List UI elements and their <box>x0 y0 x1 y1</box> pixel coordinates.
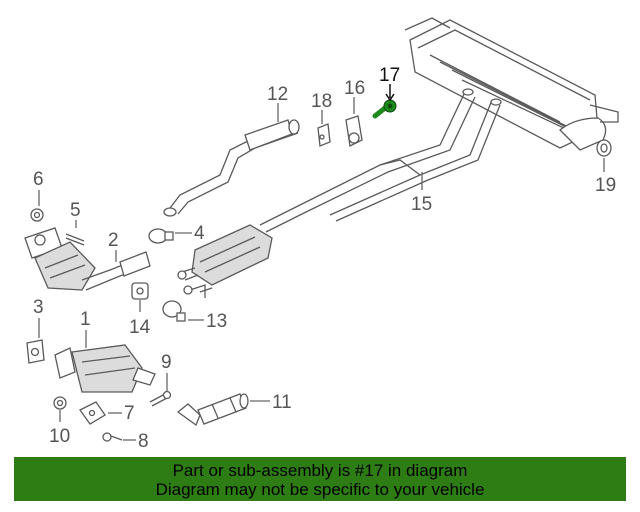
isolator-19 <box>596 139 612 157</box>
rear-muffler <box>404 17 619 151</box>
front-pipe-12 <box>163 119 300 217</box>
callout-10: 10 <box>49 426 70 447</box>
callout-8: 8 <box>138 431 149 452</box>
callout-16: 16 <box>344 78 365 99</box>
callout-7: 7 <box>124 403 135 424</box>
banner-line-1: Part or sub-assembly is #17 in diagram <box>172 461 468 480</box>
callout-18: 18 <box>311 91 332 112</box>
bolt-8 <box>102 432 123 442</box>
callout-9: 9 <box>161 352 172 373</box>
center-catalytic-converter <box>177 224 273 298</box>
bolt-9 <box>149 390 172 407</box>
catalytic-converter-1 <box>54 344 156 393</box>
pipe-11 <box>176 393 249 427</box>
bracket-7 <box>79 401 106 425</box>
bracket-18 <box>317 123 331 147</box>
callout-4: 4 <box>194 223 205 244</box>
callout-12: 12 <box>267 84 288 105</box>
callout-5: 5 <box>70 200 81 221</box>
info-banner: Part or sub-assembly is #17 in diagram D… <box>14 457 626 501</box>
hanger-16 <box>345 115 363 147</box>
nut-6 <box>30 208 44 222</box>
callout-14: 14 <box>129 317 151 338</box>
callout-3: 3 <box>33 297 44 318</box>
stud-5 <box>65 233 85 246</box>
upper-catalytic-converter <box>24 227 96 291</box>
callout-17-highlighted: 17 <box>379 65 400 86</box>
isolator-14 <box>131 282 149 300</box>
callout-6: 6 <box>33 169 44 190</box>
callout-1: 1 <box>80 309 91 330</box>
callout-11: 11 <box>272 392 292 413</box>
leader-lines <box>38 84 605 441</box>
callout-2: 2 <box>108 230 119 251</box>
banner-line-2: Diagram may not be specific to your vehi… <box>155 480 485 499</box>
nut-10 <box>53 396 67 410</box>
exhaust-system-diagram: 1 2 3 4 5 6 7 8 9 10 11 12 13 14 15 16 1… <box>24 17 619 452</box>
bolt-17-highlighted <box>372 99 397 119</box>
callout-19: 19 <box>595 175 616 196</box>
gasket-3 <box>26 339 45 364</box>
callout-13: 13 <box>206 311 227 332</box>
clamp-4 <box>148 228 174 244</box>
intermediate-pipe <box>259 88 502 233</box>
clamp-13 <box>162 300 186 322</box>
callout-15: 15 <box>411 194 432 215</box>
pipe-2 <box>81 251 151 291</box>
